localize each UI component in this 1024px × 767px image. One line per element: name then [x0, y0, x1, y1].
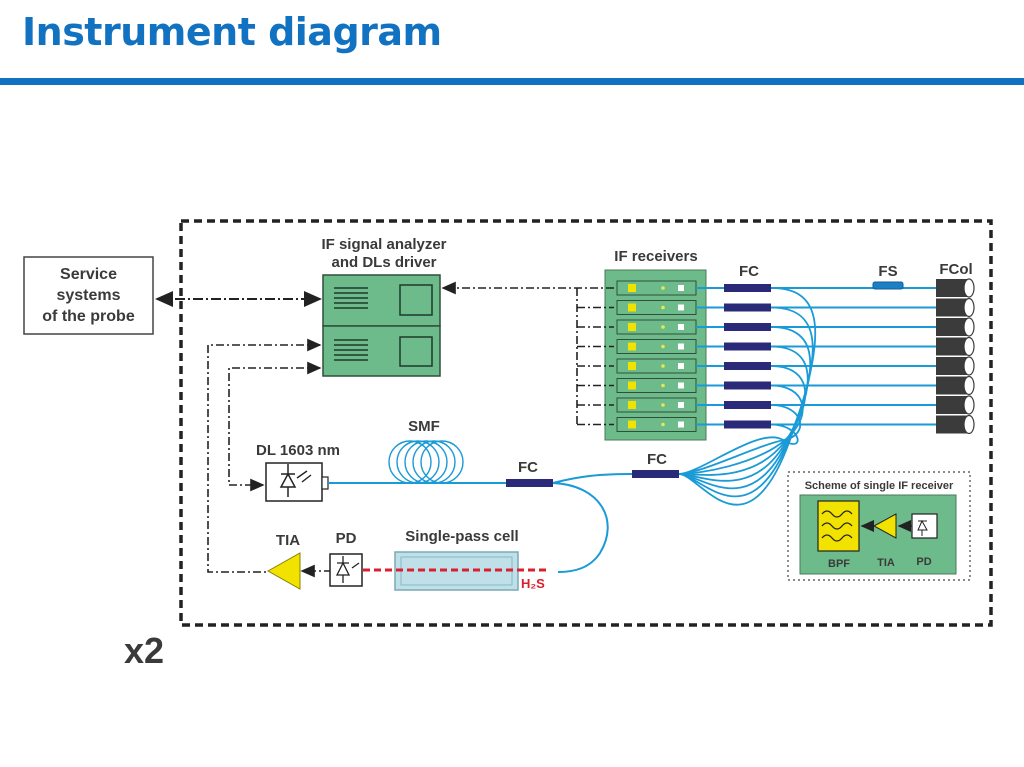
if-receiver-channel [616, 319, 697, 335]
fc-mid-label: FC [518, 459, 538, 476]
receiver-bpf-indicator [628, 303, 636, 312]
title-divider [0, 78, 1024, 85]
receiver-tia-indicator [661, 325, 665, 329]
inset-bpf-label: BPF [828, 558, 850, 570]
receiver-pd-indicator [678, 382, 684, 389]
multiplier-label: x2 [124, 630, 164, 671]
dl-label: DL 1603 nm [256, 442, 340, 459]
photodiode [329, 553, 363, 587]
service-line-1: Service [60, 266, 117, 283]
gas-label: H₂S [521, 576, 545, 591]
fiber-coupler [724, 342, 771, 351]
receiver-bpf-indicator [628, 362, 636, 370]
service-line-2: systems [56, 287, 120, 304]
analyzer-label-2: and DLs driver [331, 254, 436, 271]
fiber-coupler [724, 401, 771, 409]
smf-label: SMF [408, 418, 440, 435]
service-systems-box: Service systems of the probe [23, 256, 154, 335]
analyzer-unit-2 [322, 325, 441, 377]
receiver-bpf-indicator [628, 284, 636, 292]
analyzer-unit-1 [322, 274, 441, 327]
pd-label: PD [336, 530, 357, 547]
receiver-bpf-indicator [628, 420, 636, 429]
receiver-pd-indicator [678, 343, 684, 350]
fiber-coupler [724, 303, 771, 312]
receiver-pd-indicator [678, 363, 684, 369]
cell-label: Single-pass cell [405, 528, 518, 545]
inset-tia [872, 513, 897, 539]
receiver-bpf-indicator [628, 323, 636, 331]
fc-top-label: FC [739, 263, 759, 280]
fiber-bundle-curve [678, 423, 799, 475]
tia-amplifier [266, 552, 301, 590]
receiver-tia-indicator [661, 364, 665, 368]
probe-enclosure [179, 219, 993, 627]
fiber-coupler [724, 284, 771, 292]
receiver-pd-indicator [678, 324, 684, 330]
receiver-tia-indicator [661, 403, 665, 407]
if-receiver-channel [616, 378, 697, 393]
fiber-coupler [724, 381, 771, 390]
diode-laser [265, 462, 329, 502]
fiber-collimator [936, 317, 975, 337]
fcol-label: FCol [939, 261, 972, 278]
inset-single-receiver: Scheme of single IF receiver BPF TIA PD [787, 471, 971, 581]
fiber-bundle-curve [678, 287, 817, 506]
fiber-collimator [936, 414, 975, 435]
if-receivers-label: IF receivers [614, 248, 697, 265]
receiver-bpf-indicator [628, 342, 636, 351]
fiber-coupler-right [632, 470, 679, 478]
if-receiver-channel [616, 417, 697, 432]
fiber-collimator [936, 395, 975, 415]
fiber-to-cell [552, 482, 609, 573]
if-receiver-channel [616, 300, 697, 315]
if-receiver-channel [616, 358, 697, 374]
receiver-bpf-indicator [628, 381, 636, 390]
if-receiver-channel [616, 339, 697, 354]
if-receiver-channel [616, 397, 697, 413]
fiber-coupler [724, 362, 771, 370]
receiver-pd-indicator [678, 421, 684, 428]
service-line-3: of the probe [42, 308, 135, 325]
fiber-to-fc-right [552, 473, 633, 484]
inset-tia-label: TIA [877, 557, 895, 569]
tia-label: TIA [276, 532, 300, 549]
receiver-pd-indicator [678, 285, 684, 291]
receiver-bpf-indicator [628, 401, 636, 409]
fiber-splitter [872, 281, 904, 290]
fc-right-label: FC [647, 451, 667, 468]
receiver-tia-indicator [661, 286, 665, 290]
fiber-collimator [936, 356, 975, 376]
fiber-coupler-mid [506, 479, 553, 487]
slide-title: Instrument diagram [22, 10, 442, 54]
fiber-collimator [936, 375, 975, 396]
bpf-block [817, 500, 860, 552]
receiver-tia-indicator [661, 422, 665, 427]
fiber-collimator [936, 297, 975, 318]
fiber-collimator [936, 278, 975, 298]
control-link-dl [228, 361, 322, 492]
fs-label: FS [878, 263, 897, 280]
fiber-coupler [724, 420, 771, 429]
if-receiver-channel [616, 280, 697, 296]
control-link-pd [207, 338, 322, 573]
fiber-coupler [724, 323, 771, 331]
analyzer-label-1: IF signal analyzer [321, 236, 446, 253]
receiver-tia-indicator [661, 305, 665, 310]
inset-title: Scheme of single IF receiver [805, 480, 954, 492]
fiber-bundle-curve [678, 306, 814, 498]
receiver-tia-indicator [661, 344, 665, 349]
inset-pd-label: PD [916, 556, 931, 568]
receiver-pd-indicator [678, 402, 684, 408]
receiver-tia-indicator [661, 383, 665, 388]
fiber-collimator [936, 336, 975, 357]
smf-coil [388, 440, 464, 484]
receiver-pd-indicator [678, 304, 684, 311]
